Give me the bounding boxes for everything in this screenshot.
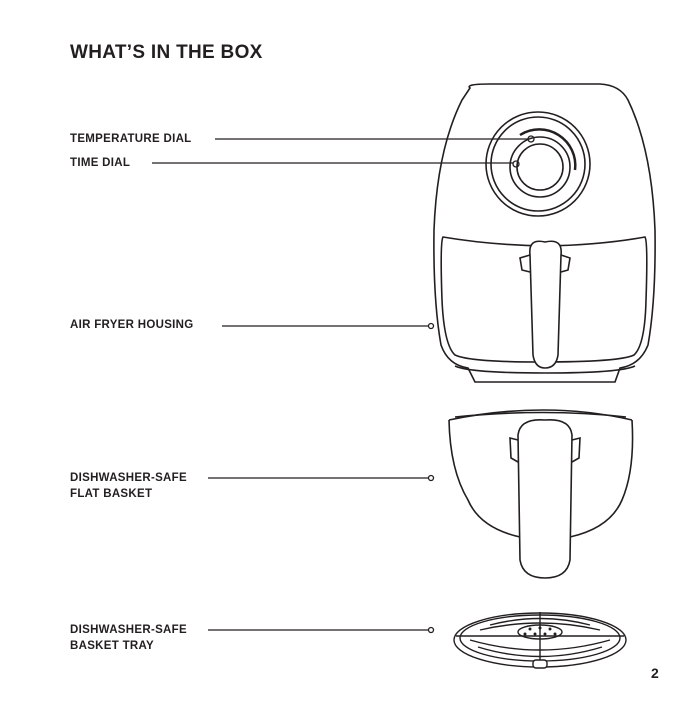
label-basket-tray-line2: BASKET TRAY xyxy=(70,640,155,652)
basket-tray-illustration xyxy=(453,612,627,669)
label-time-dial: TIME DIAL xyxy=(70,157,131,169)
page-number: 2 xyxy=(651,665,659,681)
label-temperature-dial: TEMPERATURE DIAL xyxy=(70,133,192,145)
label-flat-basket: DISHWASHER-SAFE FLAT BASKET xyxy=(70,470,187,502)
label-basket-tray: DISHWASHER-SAFE BASKET TRAY xyxy=(70,622,187,654)
air-fryer-housing-illustration xyxy=(433,83,656,383)
flat-basket-illustration xyxy=(448,409,634,579)
label-flat-basket-line2: FLAT BASKET xyxy=(70,488,153,500)
label-housing: AIR FRYER HOUSING xyxy=(70,319,194,331)
label-flat-basket-line1: DISHWASHER-SAFE xyxy=(70,472,187,484)
label-basket-tray-line1: DISHWASHER-SAFE xyxy=(70,624,187,636)
page-title: WHAT’S IN THE BOX xyxy=(70,42,263,63)
leader-lines xyxy=(152,135,535,634)
